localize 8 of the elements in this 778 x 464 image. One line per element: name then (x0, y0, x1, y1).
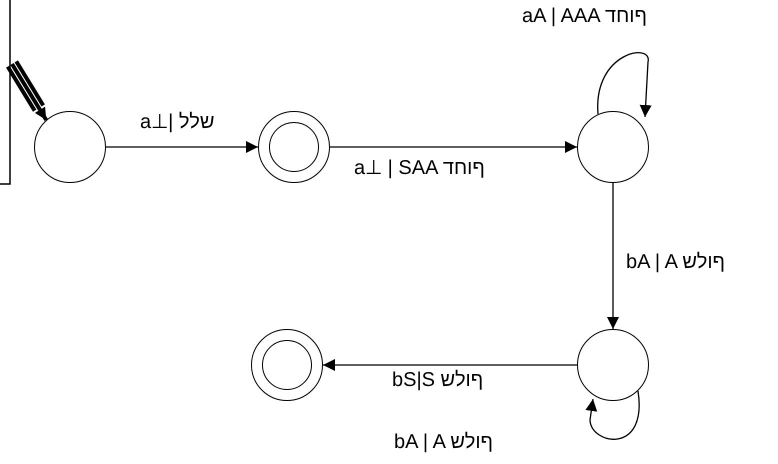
arrow (330, 141, 577, 153)
edge-label: a⊥| ללש (138, 112, 216, 132)
loop-arrow (597, 52, 652, 118)
arrow (106, 141, 258, 153)
arrow (323, 359, 577, 371)
arrow (607, 183, 619, 329)
loop-arrow (585, 390, 640, 440)
start-arrow (6, 59, 48, 122)
